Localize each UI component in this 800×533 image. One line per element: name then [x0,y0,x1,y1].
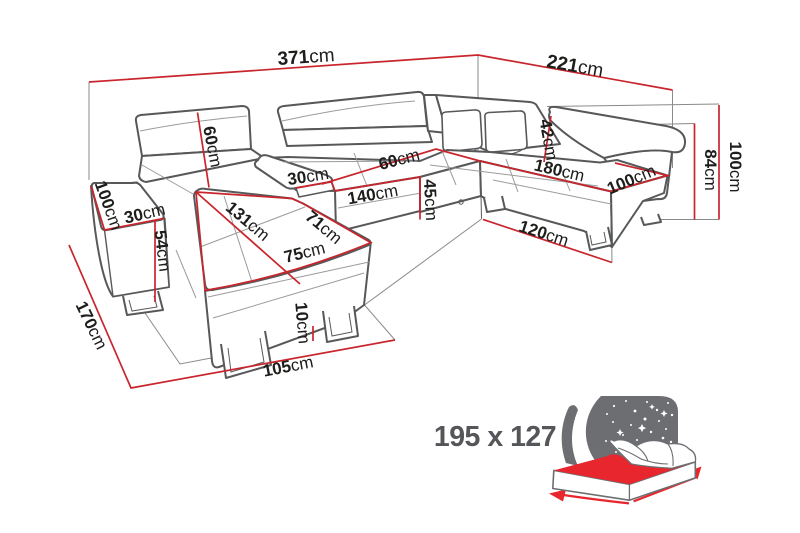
svg-text:371cm: 371cm [277,45,335,70]
svg-text:45cm: 45cm [420,179,441,222]
svg-text:10cm: 10cm [291,301,314,344]
svg-text:100cm: 100cm [726,141,745,192]
svg-text:170cm: 170cm [72,298,111,352]
svg-text:30cm: 30cm [286,164,330,189]
svg-text:84cm: 84cm [701,149,720,191]
svg-text:221cm: 221cm [545,51,605,82]
svg-text:195 x 127: 195 x 127 [434,421,556,453]
svg-text:54cm: 54cm [151,229,175,273]
svg-text:60cm: 60cm [199,124,226,168]
